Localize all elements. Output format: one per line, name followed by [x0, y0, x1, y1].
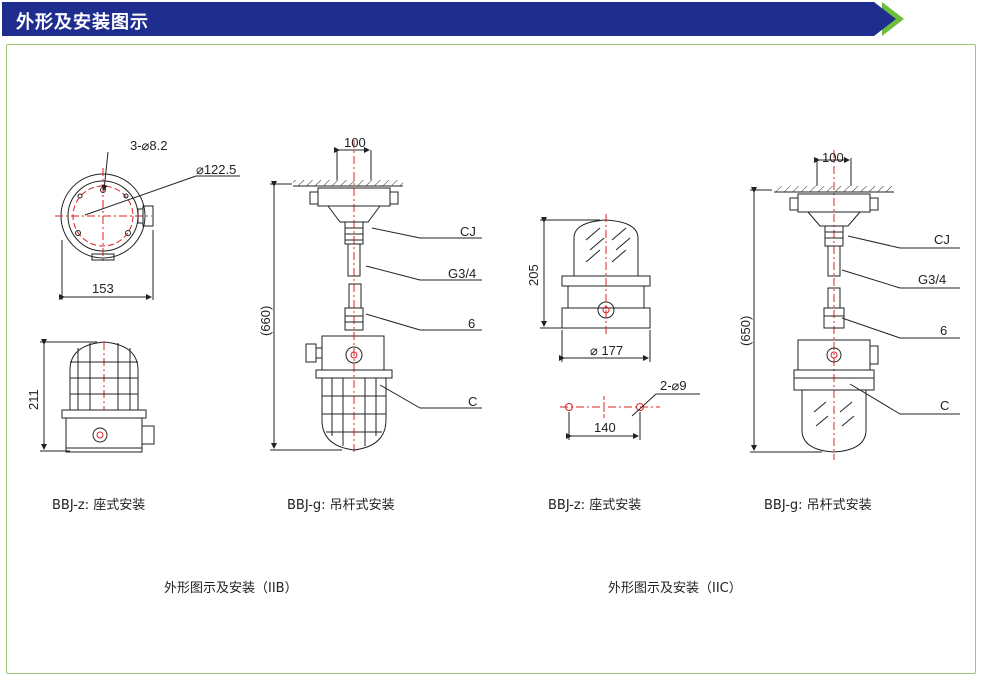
group-caption-iib: 外形图示及安装（IIB）	[164, 581, 298, 596]
g34-label-4: G3/4	[918, 272, 946, 287]
width-label-3: 140	[594, 420, 616, 435]
cj-label-4: CJ	[934, 232, 950, 247]
group-caption-iic: 外形图示及安装（IIC）	[608, 581, 742, 596]
height-label-3: 205	[526, 264, 541, 286]
caption-bbj-z-iib: BBJ-z: 座式安装	[52, 498, 146, 513]
holes-label-1: 3-⌀8.2	[130, 138, 167, 153]
g34-label-2: G3/4	[448, 266, 476, 281]
top-label-2: 100	[344, 135, 366, 150]
caption-bbj-g-iic: BBJ-g: 吊杆式安装	[764, 498, 872, 513]
section-header: 外形及安装图示	[2, 2, 904, 36]
height-label-1: 211	[26, 389, 41, 410]
drawing-1-side-view	[40, 339, 155, 453]
diameter-label-1: ⌀122.5	[196, 162, 236, 177]
part6-label-2: 6	[468, 316, 475, 331]
width-label-1: 153	[92, 281, 114, 296]
drawing-2-pendant	[270, 140, 482, 455]
caption-bbj-g-iib: BBJ-g: 吊杆式安装	[287, 498, 395, 513]
c-label-4: C	[940, 398, 949, 413]
diagram-frame	[6, 44, 976, 674]
section-title: 外形及安装图示	[16, 12, 149, 33]
drawing-3-base-mount	[540, 214, 700, 440]
c-label-2: C	[468, 394, 477, 409]
holes-label-3: 2-⌀9	[660, 378, 687, 393]
diameter-label-3: ⌀ 177	[590, 343, 623, 358]
header-banner	[2, 2, 904, 36]
height-label-2: (660)	[258, 306, 273, 336]
drawing-4-pendant	[750, 150, 960, 460]
cj-label-2: CJ	[460, 224, 476, 239]
top-label-4: 100	[822, 150, 844, 165]
part6-label-4: 6	[940, 323, 947, 338]
height-label-4: (650)	[738, 316, 753, 346]
drawing-1-top-view	[55, 151, 240, 300]
caption-bbj-z-iic: BBJ-z: 座式安装	[548, 498, 642, 513]
